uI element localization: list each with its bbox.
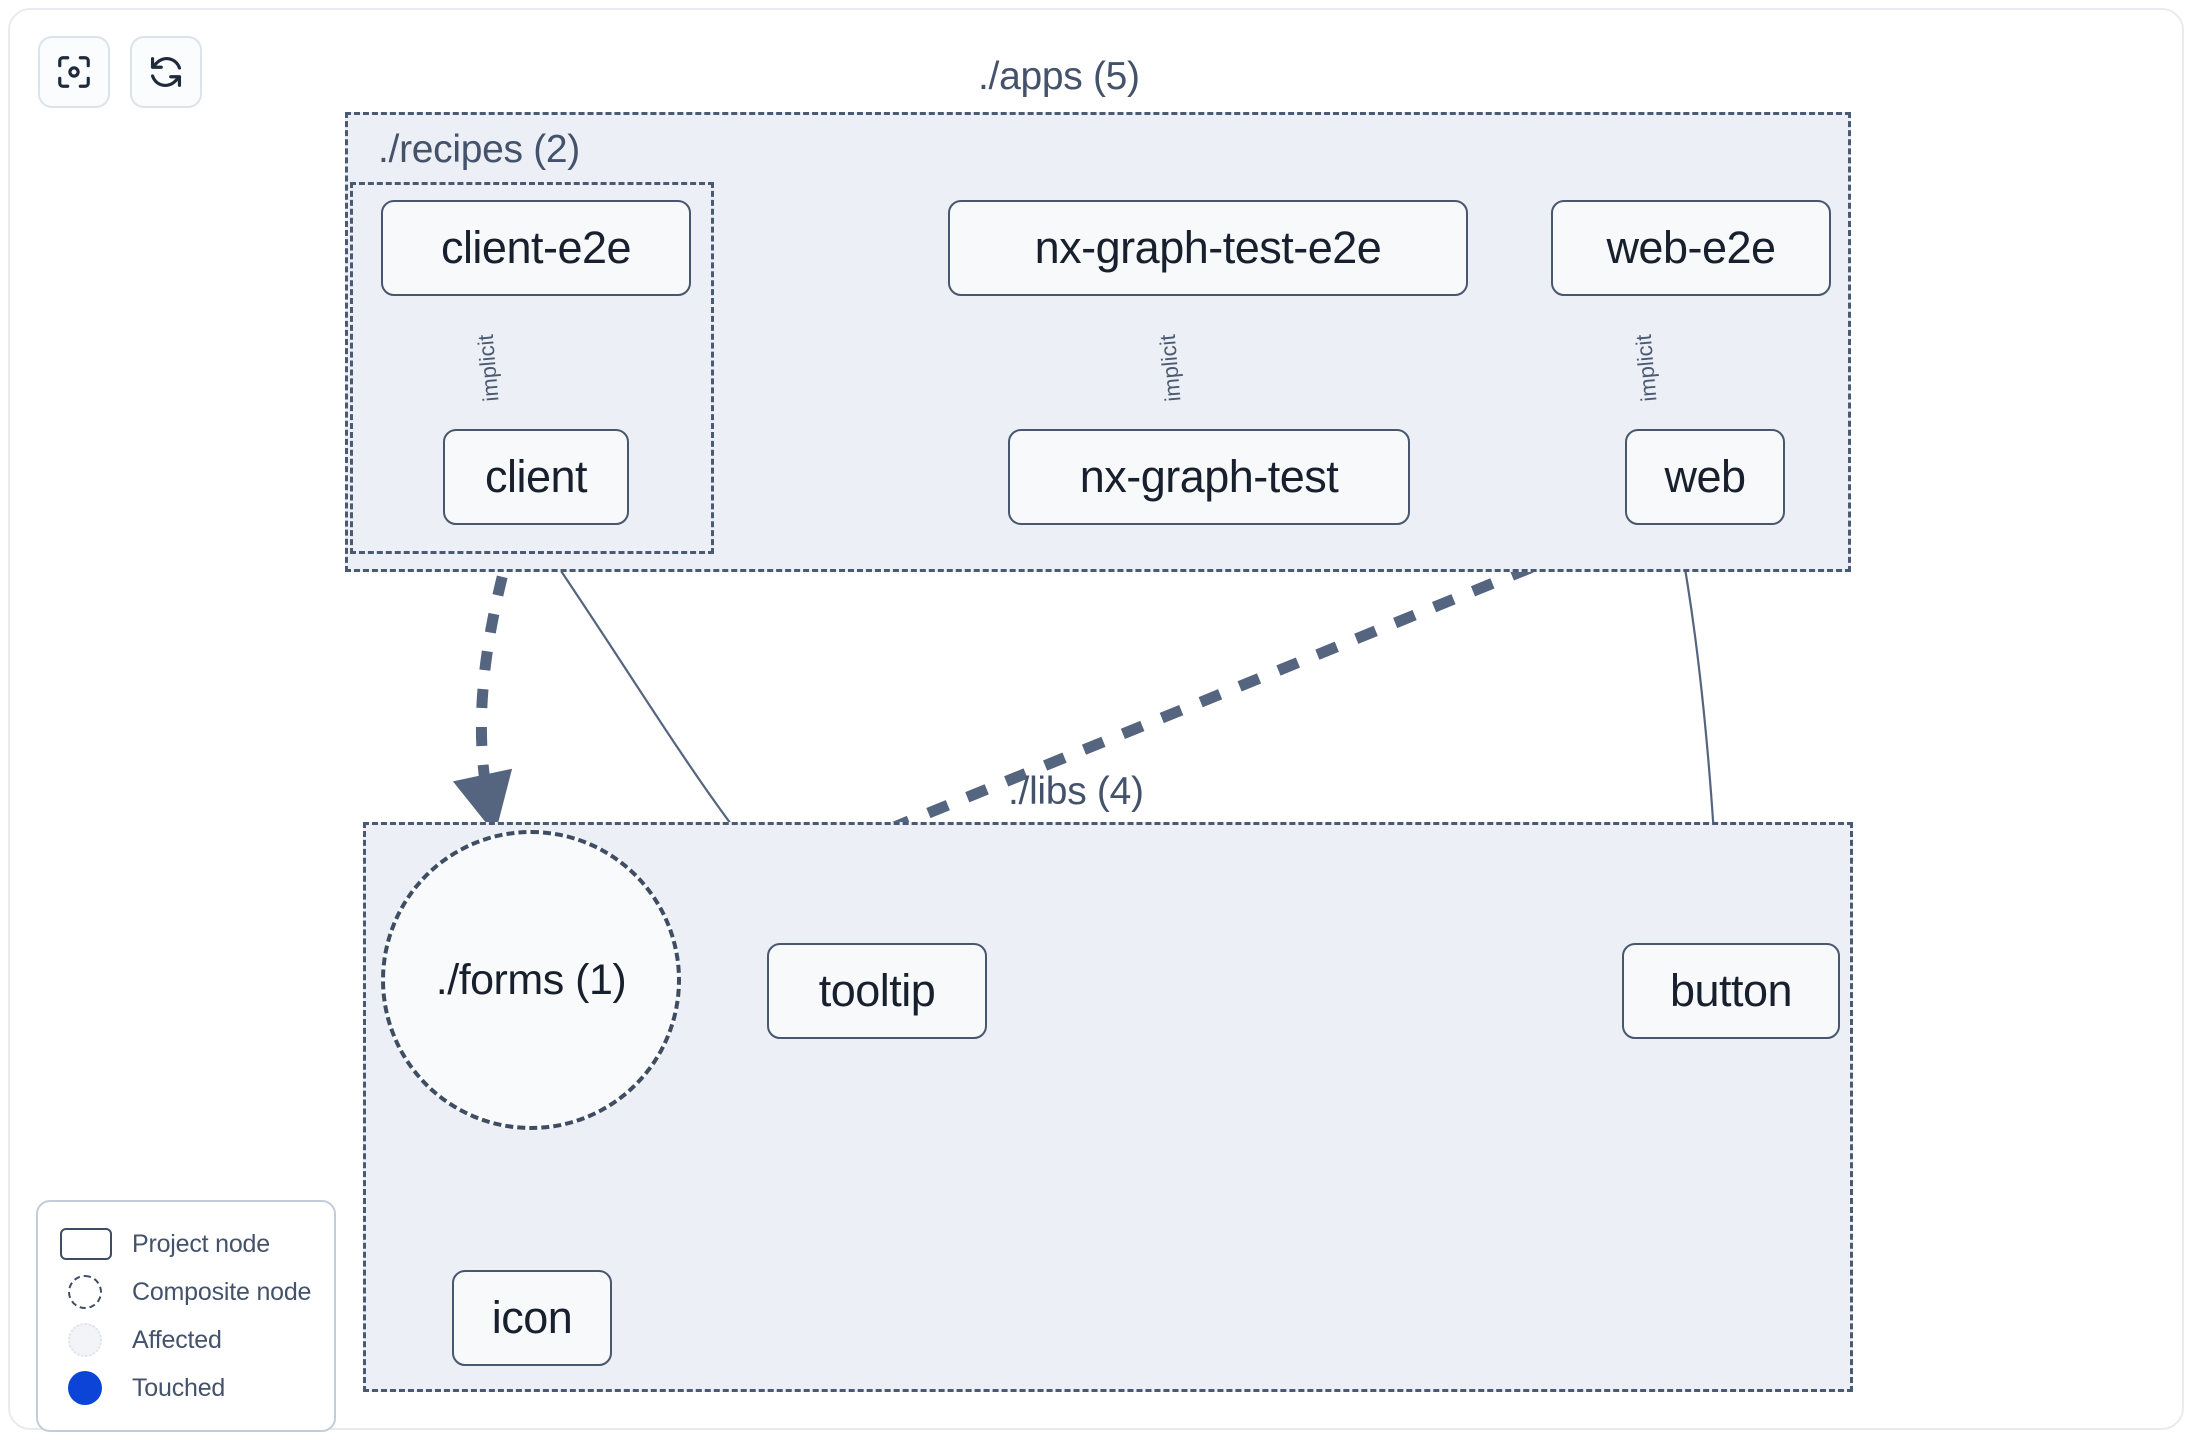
- legend-item-affected: Affected: [60, 1316, 314, 1364]
- touched-swatch: [60, 1371, 122, 1405]
- legend-label: Affected: [132, 1325, 222, 1354]
- node-label: web-e2e: [1606, 222, 1776, 273]
- node-button[interactable]: button: [1622, 943, 1840, 1039]
- legend-item-composite-node: Composite node: [60, 1268, 314, 1316]
- group-label-recipes: ./recipes (2): [378, 128, 580, 171]
- edge-client-to-forms: [452, 538, 518, 835]
- node-label: icon: [491, 1292, 573, 1343]
- node-icon[interactable]: icon: [452, 1270, 612, 1366]
- node-forms-composite[interactable]: ./forms (1): [381, 830, 681, 1130]
- focus-graph-button[interactable]: [38, 36, 110, 108]
- graph-legend: Project node Composite node Affected Tou…: [36, 1200, 336, 1432]
- node-label: web: [1664, 451, 1746, 502]
- node-label: client-e2e: [440, 222, 632, 273]
- node-client-e2e[interactable]: client-e2e: [381, 200, 691, 296]
- legend-label: Composite node: [132, 1277, 312, 1306]
- graph-toolbar: [38, 36, 202, 108]
- node-nx-graph-test-e2e[interactable]: nx-graph-test-e2e: [948, 200, 1468, 296]
- refresh-graph-button[interactable]: [130, 36, 202, 108]
- legend-item-project-node: Project node: [60, 1220, 314, 1268]
- affected-swatch: [60, 1323, 122, 1357]
- node-nx-graph-test[interactable]: nx-graph-test: [1008, 429, 1410, 525]
- node-tooltip[interactable]: tooltip: [767, 943, 987, 1039]
- node-nx-graph-test-web[interactable]: web: [1625, 429, 1785, 525]
- refresh-icon: [147, 53, 185, 91]
- node-label: nx-graph-test-e2e: [1034, 222, 1382, 273]
- project-node-swatch: [60, 1228, 122, 1260]
- node-client[interactable]: client: [443, 429, 629, 525]
- group-label-apps: ./apps (5): [978, 55, 1140, 98]
- legend-label: Touched: [132, 1373, 226, 1402]
- node-web-e2e[interactable]: web-e2e: [1551, 200, 1831, 296]
- node-label: button: [1669, 965, 1793, 1016]
- legend-item-touched: Touched: [60, 1364, 314, 1412]
- group-label-libs: ./libs (4): [1008, 770, 1144, 813]
- node-label: nx-graph-test: [1079, 451, 1339, 502]
- node-label: ./forms (1): [435, 955, 627, 1004]
- focus-target-icon: [55, 53, 93, 91]
- composite-node-swatch: [60, 1275, 122, 1309]
- legend-label: Project node: [132, 1229, 270, 1258]
- node-label: tooltip: [818, 965, 936, 1016]
- node-label: client: [484, 451, 588, 502]
